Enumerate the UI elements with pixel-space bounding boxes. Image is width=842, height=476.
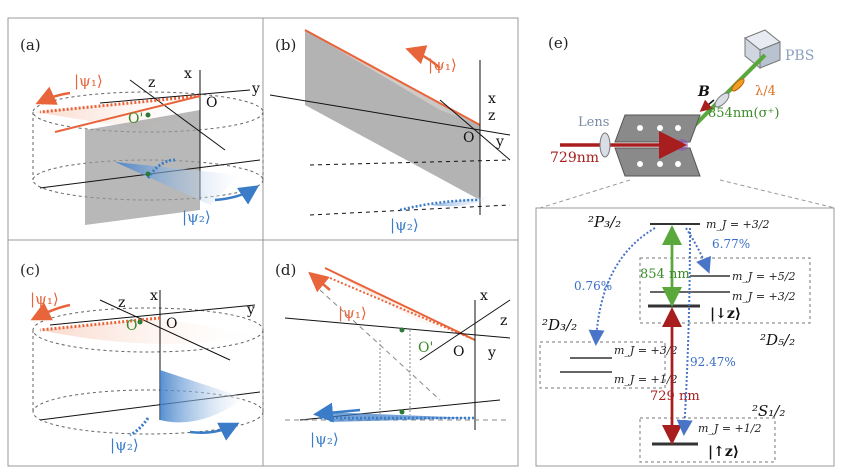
lens-729-icon	[599, 132, 611, 158]
waveplate-label: λ/4	[755, 84, 776, 99]
level-p32: ²P₃/₂	[588, 213, 621, 231]
mj-d32-top: m_J = +3/2	[614, 344, 677, 357]
panel-a-label: (a)	[20, 36, 41, 54]
panel-a-axis-y: y	[251, 81, 260, 97]
transition-854: 854 nm	[640, 267, 690, 282]
pbs-cube-icon	[744, 29, 781, 70]
branch-s12: 92.47%	[690, 355, 736, 369]
panel-d-axis-y: y	[487, 345, 496, 361]
panel-c-origin: O	[166, 316, 177, 332]
transition-729: 729 nm	[650, 389, 700, 404]
d52-box	[639, 257, 811, 324]
branch-d32: 0.76%	[574, 279, 612, 293]
panel-d-psi1: |ψ₁⟩	[338, 304, 367, 322]
beam-729-label: 729nm	[550, 150, 599, 166]
lens-label: Lens	[578, 115, 609, 130]
mj-p32: m_J = +3/2	[706, 218, 769, 231]
state-down: |↓z⟩	[710, 306, 741, 322]
panel-d-origin-prime: O'	[418, 340, 433, 356]
panel-d-axis-x: x	[480, 288, 488, 304]
field-b-label: B	[697, 84, 710, 100]
panel-d: (d) x y z O O' |ψ₁⟩ |ψ₂⟩	[275, 261, 511, 448]
panel-c-psi1: |ψ₁⟩	[30, 290, 59, 308]
panel-c-axis-y: y	[246, 302, 255, 318]
panel-c-label: (c)	[20, 261, 40, 279]
panel-c-axis-z: z	[118, 295, 125, 311]
panel-b-axis-z: z	[488, 108, 495, 124]
panel-c-origin-prime: O'	[126, 318, 141, 334]
panel-b-label: (b)	[275, 36, 296, 54]
panel-d-axis-z: z	[500, 313, 507, 329]
panel-b-origin: O	[463, 130, 474, 146]
panel-d-label: (d)	[275, 261, 296, 279]
mj-s12: m_J = +1/2	[698, 422, 761, 435]
waveplate-icon	[731, 78, 745, 92]
level-diagram-frame	[535, 207, 835, 467]
panel-b-psi2: |ψ₂⟩	[390, 216, 419, 234]
panel-a: (a) x y z O O' |ψ₁⟩ |ψ₂⟩	[20, 36, 264, 226]
mj-d32-bottom: m_J = +1/2	[614, 373, 677, 386]
panel-b-psi1: |ψ₁⟩	[428, 56, 457, 74]
beam-854-label: 854nm(σ⁺)	[708, 106, 779, 121]
panel-b-axis-y: y	[495, 134, 504, 150]
level-d32: ²D₃/₂	[542, 316, 577, 334]
branch-d52: 6.77%	[712, 237, 750, 251]
panel-d-frame	[262, 239, 519, 467]
panel-d-psi2: |ψ₂⟩	[310, 430, 339, 448]
panel-b-axis-x: x	[488, 91, 496, 107]
level-d52: ²D₅/₂	[760, 331, 795, 349]
s12-box	[639, 417, 776, 463]
panel-b: (b) x y z O |ψ₁⟩ |ψ₂⟩	[269, 29, 511, 234]
panel-c-frame	[7, 239, 264, 467]
panel-c: (c) x y z O O' |ψ₁⟩ |ψ₂⟩	[20, 261, 264, 454]
panel-e-label: (e)	[548, 34, 569, 52]
panel-c-axis-x: x	[150, 288, 158, 304]
panel-a-axis-x: x	[184, 66, 192, 82]
panel-a-psi1: |ψ₁⟩	[74, 72, 103, 90]
level-s12: ²S₁/₂	[752, 402, 785, 420]
mj-d52-bottom: m_J = +3/2	[732, 290, 795, 303]
panel-a-psi2: |ψ₂⟩	[182, 208, 211, 226]
lens-854-icon	[714, 92, 730, 108]
panel-e: (e) PBS λ/4 B 854nm(σ⁺)	[535, 29, 836, 467]
panel-c-psi2: |ψ₂⟩	[110, 436, 139, 454]
panel-a-origin-prime: O'	[128, 111, 143, 127]
mj-d52-top: m_J = +5/2	[732, 270, 795, 283]
panel-a-origin: O	[206, 95, 217, 111]
state-up: |↑z⟩	[708, 444, 739, 460]
pbs-label: PBS	[785, 48, 814, 64]
panel-a-axis-z: z	[148, 75, 155, 91]
panel-d-origin: O	[453, 344, 464, 360]
